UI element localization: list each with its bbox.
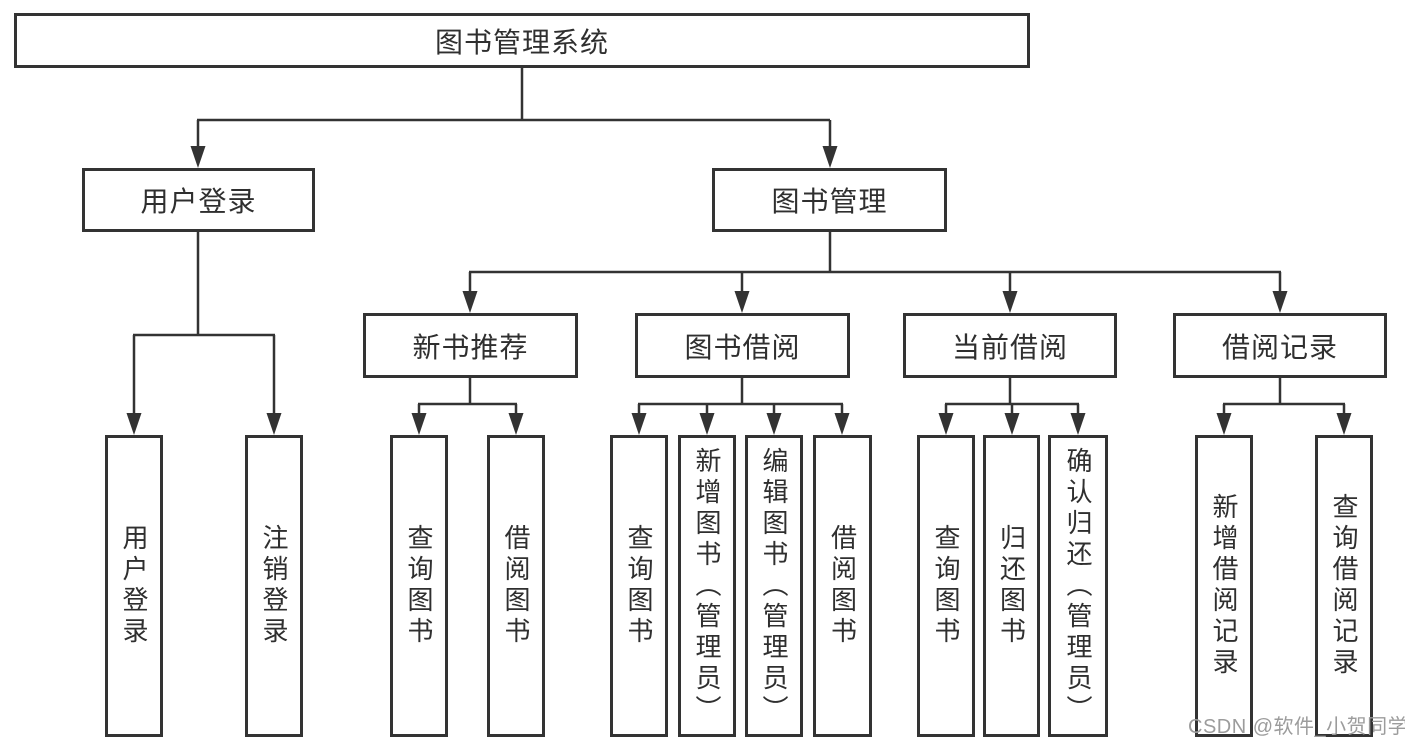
node-label: 查询借阅记录 (1329, 493, 1359, 679)
leaf-query-books-borrow: 查询图书 (610, 435, 668, 737)
node-book-borrow: 图书借阅 (635, 313, 850, 378)
csdn-watermark: CSDN @软件_小贺同学 (1188, 716, 1405, 738)
node-book-management: 图书管理 (712, 168, 947, 232)
node-label: 图书管理 (771, 186, 888, 217)
leaf-add-books-admin: 新增图书（管理员） (678, 435, 736, 737)
node-borrow-records: 借阅记录 (1173, 313, 1387, 378)
node-label: 借阅图书 (501, 524, 531, 648)
leaf-user-login: 用户登录 (105, 435, 163, 737)
node-label: 新增借阅记录 (1209, 493, 1239, 679)
node-label: 当前借阅 (951, 331, 1068, 363)
node-label: 编辑图书（管理员） (759, 446, 789, 726)
leaf-return-books: 归还图书 (983, 435, 1040, 737)
node-root-library-system: 图书管理系统 (14, 13, 1030, 68)
node-label: 查询图书 (624, 524, 654, 648)
node-label: 确认归还（管理员） (1063, 446, 1093, 726)
node-label: 新书推荐 (412, 331, 529, 363)
node-current-borrow: 当前借阅 (903, 313, 1117, 378)
leaf-add-borrow-record: 新增借阅记录 (1195, 435, 1253, 737)
node-label: 借阅记录 (1221, 331, 1338, 363)
leaf-edit-books-admin: 编辑图书（管理员） (745, 435, 803, 737)
node-label: 图书借阅 (684, 331, 801, 363)
node-label: 用户登录 (119, 524, 149, 648)
node-label: 注销登录 (259, 524, 289, 648)
node-label: 图书管理系统 (434, 26, 609, 58)
leaf-confirm-return-admin: 确认归还（管理员） (1048, 435, 1108, 737)
node-label: 查询图书 (404, 524, 434, 648)
node-label: 借阅图书 (827, 524, 858, 648)
node-new-book-recommend: 新书推荐 (363, 313, 578, 378)
node-user-login: 用户登录 (82, 168, 315, 232)
leaf-borrow-books-recommend: 借阅图书 (487, 435, 545, 737)
leaf-query-borrow-record: 查询借阅记录 (1315, 435, 1373, 737)
node-label: 查询图书 (931, 524, 961, 648)
node-label: 新增图书（管理员） (692, 446, 722, 726)
leaf-logout: 注销登录 (245, 435, 303, 737)
leaf-query-books-recommend: 查询图书 (390, 435, 448, 737)
node-label: 归还图书 (996, 524, 1027, 648)
node-label: 用户登录 (140, 186, 257, 217)
leaf-borrow-books: 借阅图书 (813, 435, 872, 737)
leaf-query-books-current: 查询图书 (917, 435, 975, 737)
